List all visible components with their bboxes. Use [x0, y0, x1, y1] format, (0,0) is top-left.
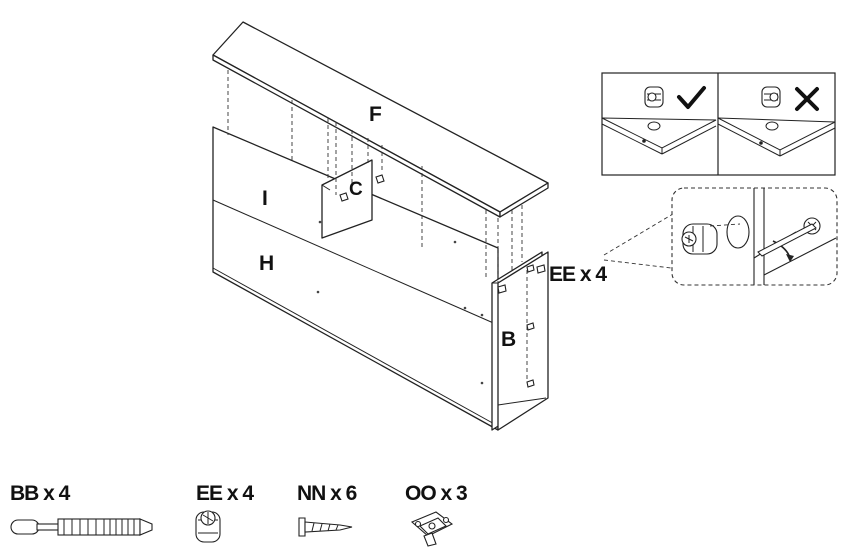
side-panel: [480, 251, 549, 431]
panel-label-upper-back: I: [262, 187, 268, 210]
orientation-detail: [601, 72, 836, 176]
insertion-detail: [671, 187, 838, 286]
top-panel: [212, 21, 549, 218]
cam-lock-hole: [536, 264, 546, 274]
part-label-oo: OO x 3: [405, 482, 467, 505]
part-label-bb: BB x 4: [10, 482, 71, 505]
checkmark-icon: [677, 86, 706, 109]
alignment-lines: [227, 70, 523, 283]
hinge-plate-icon: [410, 511, 454, 547]
cam-lock-icon: [681, 223, 718, 255]
dowel-screw-icon: [10, 518, 153, 536]
panel-label-side: B: [501, 328, 516, 351]
parts-list: BB x 4 EE x 4 NN x 6: [10, 482, 468, 547]
panel-label-top: F: [369, 103, 382, 126]
part-label-nn: NN x 6: [297, 482, 357, 505]
wood-screw-icon: [298, 517, 353, 537]
part-label-ee: EE x 4: [196, 482, 254, 505]
divider-panel: [321, 159, 385, 239]
screwdriver-icon: [757, 223, 817, 257]
cross-icon: [795, 87, 819, 111]
cam-lock-upright-icon: [644, 86, 664, 108]
back-panels: [212, 126, 499, 431]
panel-label-divider: C: [349, 179, 363, 200]
panel-label-lower-back: H: [259, 252, 274, 275]
cam-lock-reversed-icon: [761, 86, 781, 108]
cam-lock-icon: [195, 510, 221, 543]
callout-label: EE x 4: [549, 263, 607, 286]
